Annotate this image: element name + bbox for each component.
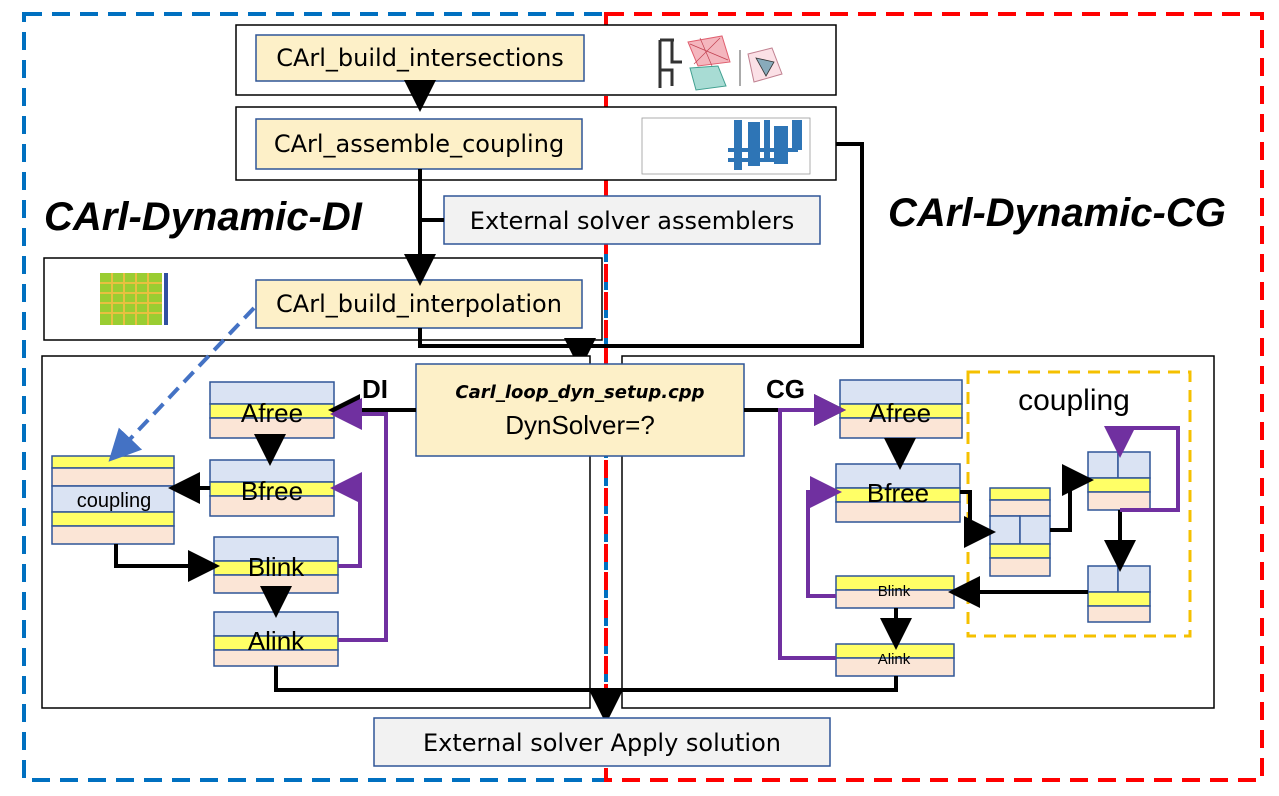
apply-solution-label: External solver Apply solution [423, 729, 781, 757]
cg-alink-block [835, 643, 955, 677]
di-afree-label: Afree [241, 398, 303, 428]
cg-branch-label: CG [766, 374, 805, 404]
build-interpolation-label: CArl_build_interpolation [276, 290, 562, 318]
cg-bfree-block [835, 463, 961, 523]
external-assemblers-label: External solver assemblers [470, 207, 794, 235]
cg-blink-block [835, 575, 955, 609]
di-connectors [108, 306, 622, 724]
external-assemblers-box [443, 195, 821, 245]
di-region-title: CArl-Dynamic-DI [44, 195, 363, 239]
cg-region-title: CArl-Dynamic-CG [888, 191, 1226, 235]
cg-coupling-group-label: coupling [1018, 384, 1130, 417]
cg-blink-label: Blink [878, 583, 911, 600]
cg-afree-label: Afree [869, 398, 931, 428]
di-bfree-label: Bfree [241, 476, 303, 506]
build-intersections-box [255, 34, 585, 82]
build-intersections-label: CArl_build_intersections [276, 44, 564, 72]
assemble-coupling-label: CArl_assemble_coupling [274, 130, 564, 158]
di-alink-label: Alink [248, 626, 305, 656]
di-branch-label: DI [362, 374, 388, 404]
cg-connectors [606, 394, 1180, 692]
dynsolver-label: DynSolver=? [505, 410, 655, 440]
di-blink-label: Blink [248, 552, 305, 582]
di-coupling-label: coupling [77, 490, 152, 512]
assemble-coupling-box [255, 118, 583, 170]
loop-setup-filename: Carl_loop_dyn_setup.cpp [455, 382, 704, 403]
di-coupling-block [51, 455, 175, 545]
cg-region-frame [604, 12, 1264, 782]
di-blink-block [213, 536, 339, 594]
di-afree-block [209, 381, 335, 439]
cg-alink-label: Alink [878, 651, 911, 668]
cg-afree-block [839, 379, 963, 439]
coupling-matrix-thumbnail [641, 117, 811, 175]
di-bfree-block [209, 459, 335, 517]
cg-bfree-label: Bfree [867, 478, 929, 508]
apply-solution-box [373, 717, 831, 767]
cg-coupling-matrix-left [989, 487, 1051, 577]
interpolation-matrix-thumbnail [100, 273, 168, 325]
intersections-thumbnail [658, 35, 783, 91]
cg-coupling-matrix-top [1087, 451, 1151, 511]
main-flow-connectors [404, 80, 864, 370]
cg-coupling-matrix-bottom [1087, 565, 1151, 623]
loop-setup-box [415, 363, 745, 457]
build-interpolation-box [255, 279, 583, 329]
